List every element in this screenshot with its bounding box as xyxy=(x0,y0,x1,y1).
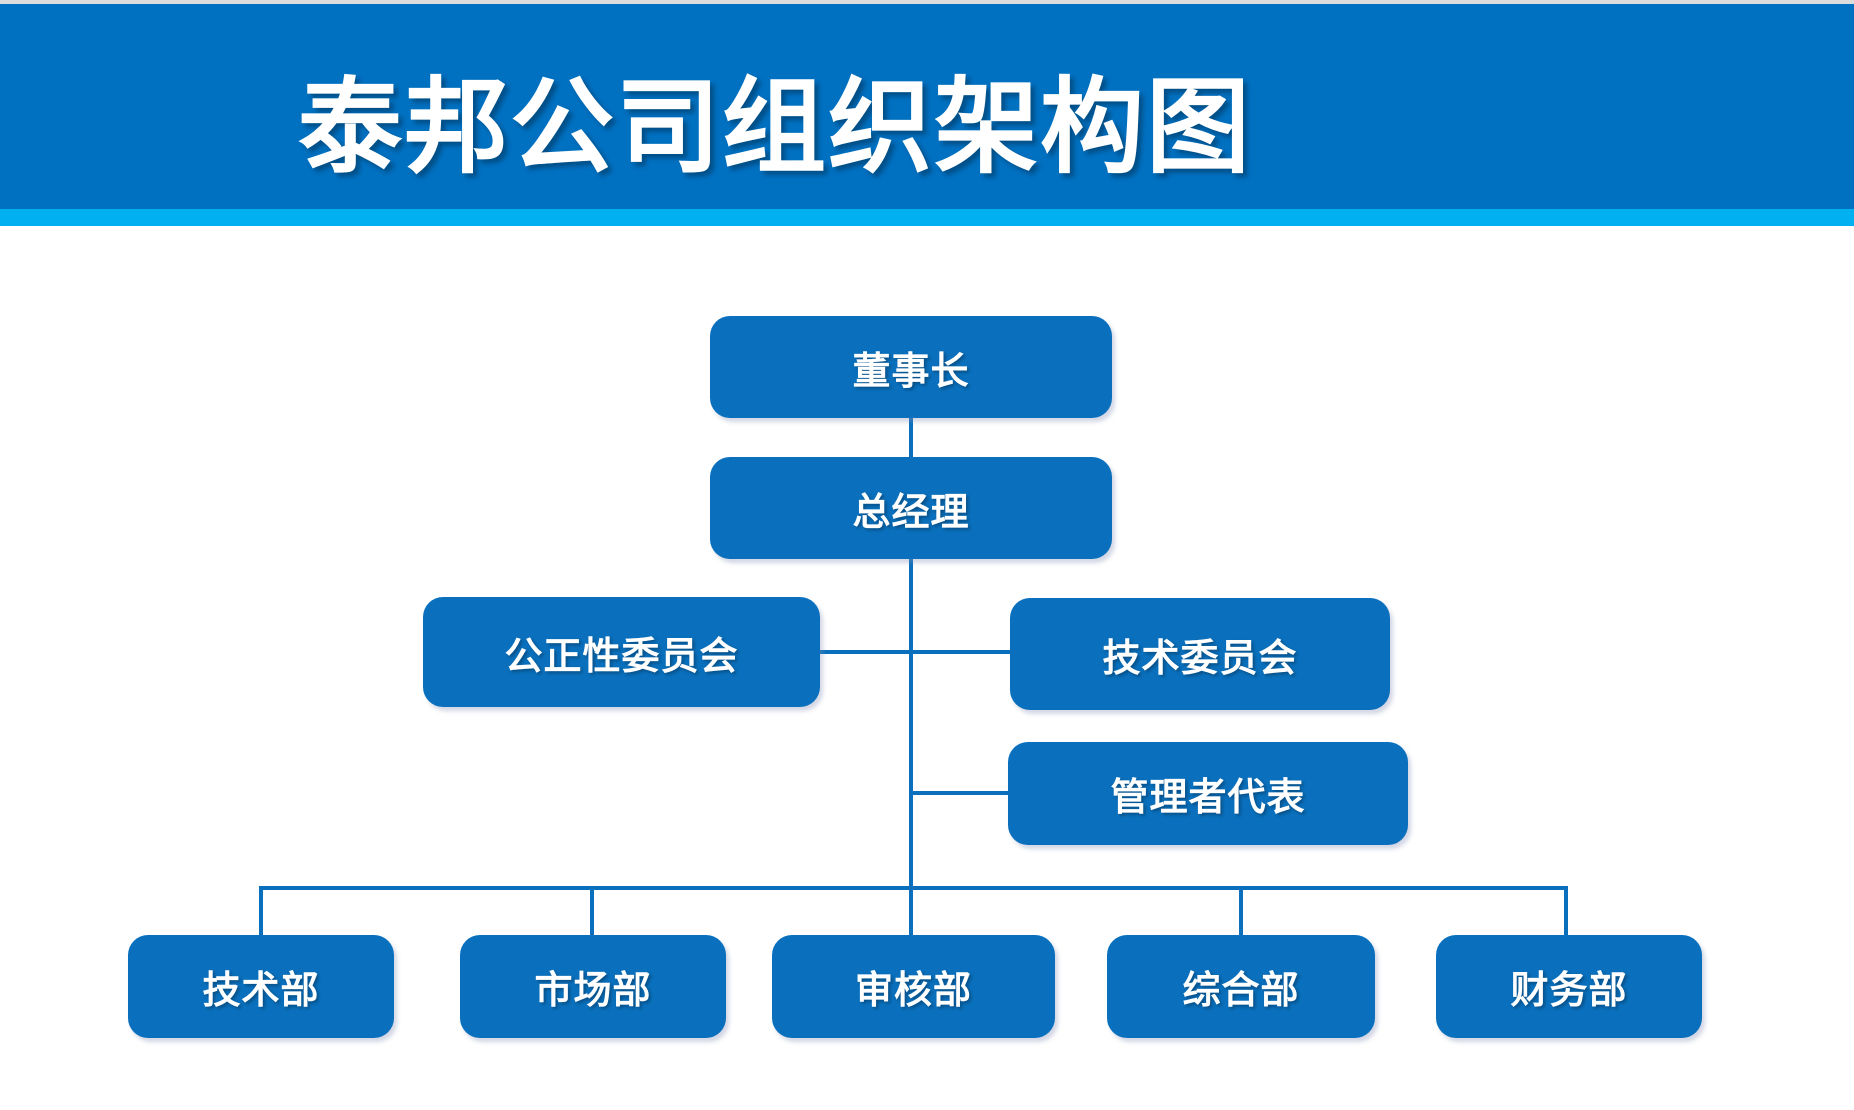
org-node-management-representative: 管理者代表 xyxy=(1008,742,1408,845)
connector-gm-trunk xyxy=(909,559,913,935)
org-node-general-affairs-dept: 综合部 xyxy=(1107,935,1375,1038)
org-node-marketing-dept: 市场部 xyxy=(460,935,726,1038)
org-node-technical-committee: 技术委员会 xyxy=(1010,598,1390,710)
connector-drop-general-affairs-dept xyxy=(1239,886,1243,935)
header-band xyxy=(0,4,1854,209)
cyan-accent-strip xyxy=(0,209,1854,226)
connector-drop-finance-dept xyxy=(1564,886,1568,935)
org-node-audit-dept: 审核部 xyxy=(772,935,1055,1038)
connector-technical-committee xyxy=(911,650,1010,654)
org-node-impartiality-committee: 公正性委员会 xyxy=(423,597,820,707)
org-node-technology-dept: 技术部 xyxy=(128,935,394,1038)
connector-department-distribution xyxy=(259,886,1568,890)
connector-management-representative xyxy=(911,791,1008,795)
connector-drop-technology-dept xyxy=(259,886,263,935)
page-title: 泰邦公司组织架构图 xyxy=(297,70,1252,186)
org-node-chairman: 董事长 xyxy=(710,316,1112,418)
org-node-finance-dept: 财务部 xyxy=(1436,935,1702,1038)
connector-drop-marketing-dept xyxy=(590,886,594,935)
connector-impartiality-committee xyxy=(820,650,911,654)
connector-chairman-to-gm xyxy=(909,418,913,457)
top-gray-strip xyxy=(0,0,1854,4)
org-node-general-manager: 总经理 xyxy=(710,457,1112,559)
